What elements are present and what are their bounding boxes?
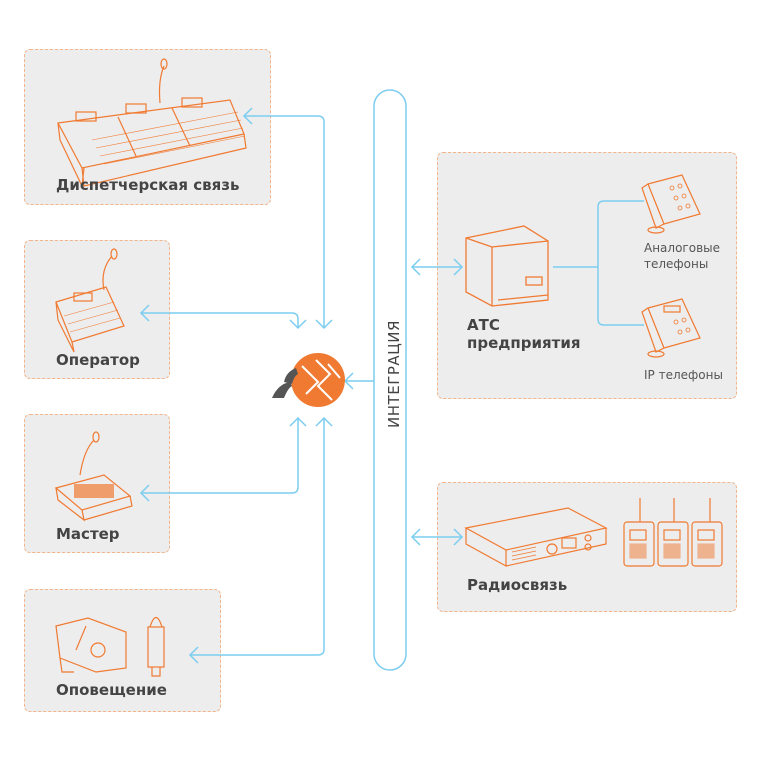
panel-dispatch [24, 49, 271, 205]
panel-master [24, 414, 170, 553]
dispatch-console-icon [57, 58, 247, 189]
panel-operator [24, 240, 170, 379]
pbx-box-icon [465, 225, 549, 307]
label-notification: Оповещение [56, 681, 167, 699]
label-analog-phones-line2: телефоны [644, 257, 709, 271]
operator-console-icon [55, 248, 125, 353]
analog-phone-icon [641, 174, 701, 234]
panel-radio [437, 482, 737, 612]
label-pbx-line2: предприятия [467, 334, 581, 352]
label-operator: Оператор [56, 351, 140, 369]
panel-notification [24, 589, 221, 712]
ip-phone-icon [641, 298, 701, 358]
label-radio: Радиосвязь [467, 576, 568, 594]
integration-bus [373, 89, 407, 671]
label-master: Мастер [56, 525, 120, 543]
label-analog-phones-line1: Аналоговые [644, 241, 720, 255]
connectors-right [410, 200, 644, 546]
radio-base-station-icon [464, 507, 608, 568]
master-console-icon [54, 431, 133, 522]
handheld-radio-icon [623, 498, 723, 567]
label-ip-phones: IP телефоны [644, 368, 723, 382]
loudspeaker-beacon-icon [55, 616, 165, 677]
connectors-left [139, 107, 374, 664]
system-hub-logo-icon [272, 353, 345, 407]
label-pbx-line1: АТС [467, 316, 500, 334]
integration-bus-label: ИНТЕГРАЦИЯ [385, 320, 403, 428]
label-dispatch: Диспетчерская связь [56, 176, 240, 194]
panel-pbx [437, 152, 737, 399]
